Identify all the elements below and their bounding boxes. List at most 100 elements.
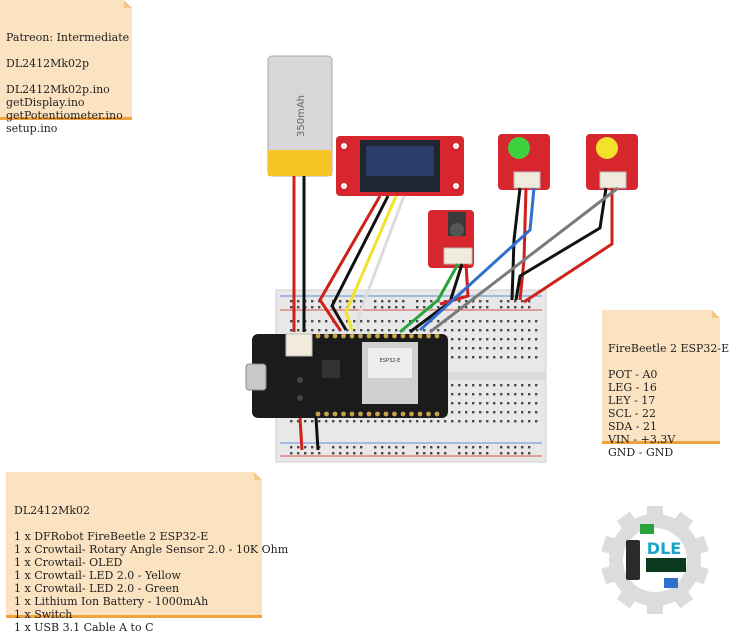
breadboard-hole: [325, 393, 328, 396]
breadboard-hole: [346, 384, 349, 387]
note-line: [6, 44, 126, 57]
breadboard-hole: [423, 306, 426, 309]
breadboard-hole: [416, 356, 419, 359]
breadboard-hole: [458, 320, 461, 323]
breadboard-hole: [430, 338, 433, 341]
breadboard-hole: [290, 329, 293, 332]
breadboard-hole: [360, 320, 363, 323]
breadboard-hole: [479, 338, 482, 341]
breadboard-hole: [514, 402, 517, 405]
note-line: DL2412Mk02p: [6, 57, 90, 70]
breadboard-hole: [479, 320, 482, 323]
breadboard-hole: [367, 411, 370, 414]
header-pin: [417, 411, 423, 417]
breadboard-hole: [360, 300, 363, 303]
breadboard-hole: [374, 420, 377, 423]
breadboard-hole: [332, 411, 335, 414]
breadboard-hole: [535, 338, 538, 341]
header-pin: [400, 411, 406, 417]
breadboard-hole: [304, 384, 307, 387]
breadboard-hole: [458, 452, 461, 455]
gear-tooth: [647, 600, 663, 614]
note-line: DL2412Mk02p.ino: [6, 83, 110, 96]
breadboard-hole: [430, 356, 433, 359]
breadboard-hole: [332, 420, 335, 423]
breadboard-hole: [416, 347, 419, 350]
breadboard-hole: [395, 411, 398, 414]
breadboard-hole: [297, 420, 300, 423]
breadboard-hole: [416, 384, 419, 387]
breadboard-hole: [514, 393, 517, 396]
header-pin: [332, 333, 338, 339]
breadboard-hole: [500, 356, 503, 359]
breadboard-hole: [528, 347, 531, 350]
breadboard-hole: [339, 446, 342, 449]
breadboard-hole: [437, 347, 440, 350]
breadboard-hole: [493, 338, 496, 341]
breadboard-hole: [290, 384, 293, 387]
breadboard-hole: [437, 420, 440, 423]
breadboard-hole: [514, 306, 517, 309]
breadboard-hole: [311, 384, 314, 387]
breadboard-hole: [353, 446, 356, 449]
breadboard-hole: [360, 446, 363, 449]
breadboard-hole: [402, 420, 405, 423]
breadboard-hole: [388, 446, 391, 449]
breadboard-hole: [353, 393, 356, 396]
breadboard-hole: [297, 306, 300, 309]
breadboard-hole: [535, 384, 538, 387]
breadboard-hole: [486, 402, 489, 405]
breadboard-hole: [332, 393, 335, 396]
breadboard-hole: [325, 338, 328, 341]
breadboard-hole: [304, 347, 307, 350]
breadboard-hole: [416, 306, 419, 309]
breadboard-hole: [395, 384, 398, 387]
breadboard-hole: [521, 393, 524, 396]
breadboard-hole: [528, 411, 531, 414]
breadboard-hole: [318, 384, 321, 387]
breadboard-hole: [381, 320, 384, 323]
gear-tooth: [601, 535, 620, 556]
breadboard-hole: [360, 329, 363, 332]
usb-c-port: [245, 363, 267, 391]
breadboard-hole: [528, 356, 531, 359]
breadboard-hole: [430, 452, 433, 455]
breadboard-hole: [465, 411, 468, 414]
header-pin: [366, 333, 372, 339]
breadboard-hole: [290, 356, 293, 359]
breadboard-hole: [402, 356, 405, 359]
breadboard-hole: [374, 347, 377, 350]
breadboard-hole: [465, 338, 468, 341]
breadboard-hole: [311, 452, 314, 455]
breadboard-hole: [486, 411, 489, 414]
breadboard-hole: [311, 446, 314, 449]
header-pin: [366, 411, 372, 417]
breadboard-hole: [339, 393, 342, 396]
breadboard-hole: [479, 420, 482, 423]
breadboard-hole: [360, 384, 363, 387]
breadboard-hole: [472, 356, 475, 359]
breadboard-hole: [493, 402, 496, 405]
breadboard-hole: [444, 306, 447, 309]
breadboard-hole: [437, 411, 440, 414]
breadboard-hole: [353, 320, 356, 323]
breadboard-hole: [479, 411, 482, 414]
breadboard-hole: [535, 420, 538, 423]
breadboard-hole: [318, 320, 321, 323]
breadboard-hole: [472, 300, 475, 303]
breadboard-hole: [416, 338, 419, 341]
breadboard-hole: [367, 384, 370, 387]
gear-tooth: [616, 511, 638, 533]
breadboard-hole: [367, 320, 370, 323]
breadboard-hole: [388, 452, 391, 455]
breadboard-hole: [486, 329, 489, 332]
breadboard-hole: [458, 329, 461, 332]
breadboard-hole: [374, 384, 377, 387]
breadboard-hole: [381, 393, 384, 396]
header-pin: [358, 411, 363, 417]
breadboard-hole: [374, 300, 377, 303]
header-pin: [324, 411, 329, 417]
breadboard-hole: [472, 306, 475, 309]
breadboard-hole: [486, 393, 489, 396]
